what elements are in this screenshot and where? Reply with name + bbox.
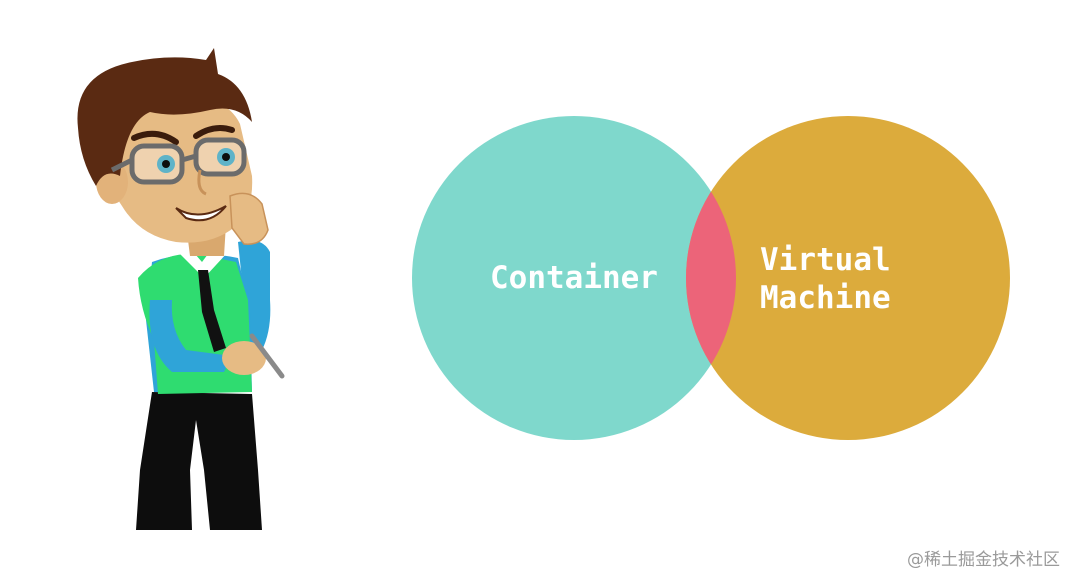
chin-hand [229, 192, 269, 245]
container-label: Container [490, 260, 658, 296]
virtual-machine-label-line2: Machine [760, 280, 891, 316]
container-circle [412, 116, 736, 440]
eyebrow-left [131, 130, 179, 145]
virtual-machine-circle [686, 116, 1010, 440]
tie [198, 270, 226, 352]
glasses-arm [110, 157, 134, 173]
virtual-machine-label-line1: Virtual [760, 242, 891, 278]
cartoon-character-illustration [77, 48, 285, 530]
venn-diagram: Container Virtual Machine [412, 116, 1010, 440]
glasses-bridge [181, 153, 197, 163]
hair [77, 48, 252, 186]
pen [249, 333, 285, 379]
lower-hand [222, 341, 266, 375]
watermark: @稀土掘金技术社区 [907, 550, 1060, 570]
eyebrow-right [193, 125, 235, 139]
smile [175, 205, 227, 222]
trousers [136, 392, 262, 530]
lower-arm [149, 300, 232, 372]
nose [197, 169, 207, 196]
